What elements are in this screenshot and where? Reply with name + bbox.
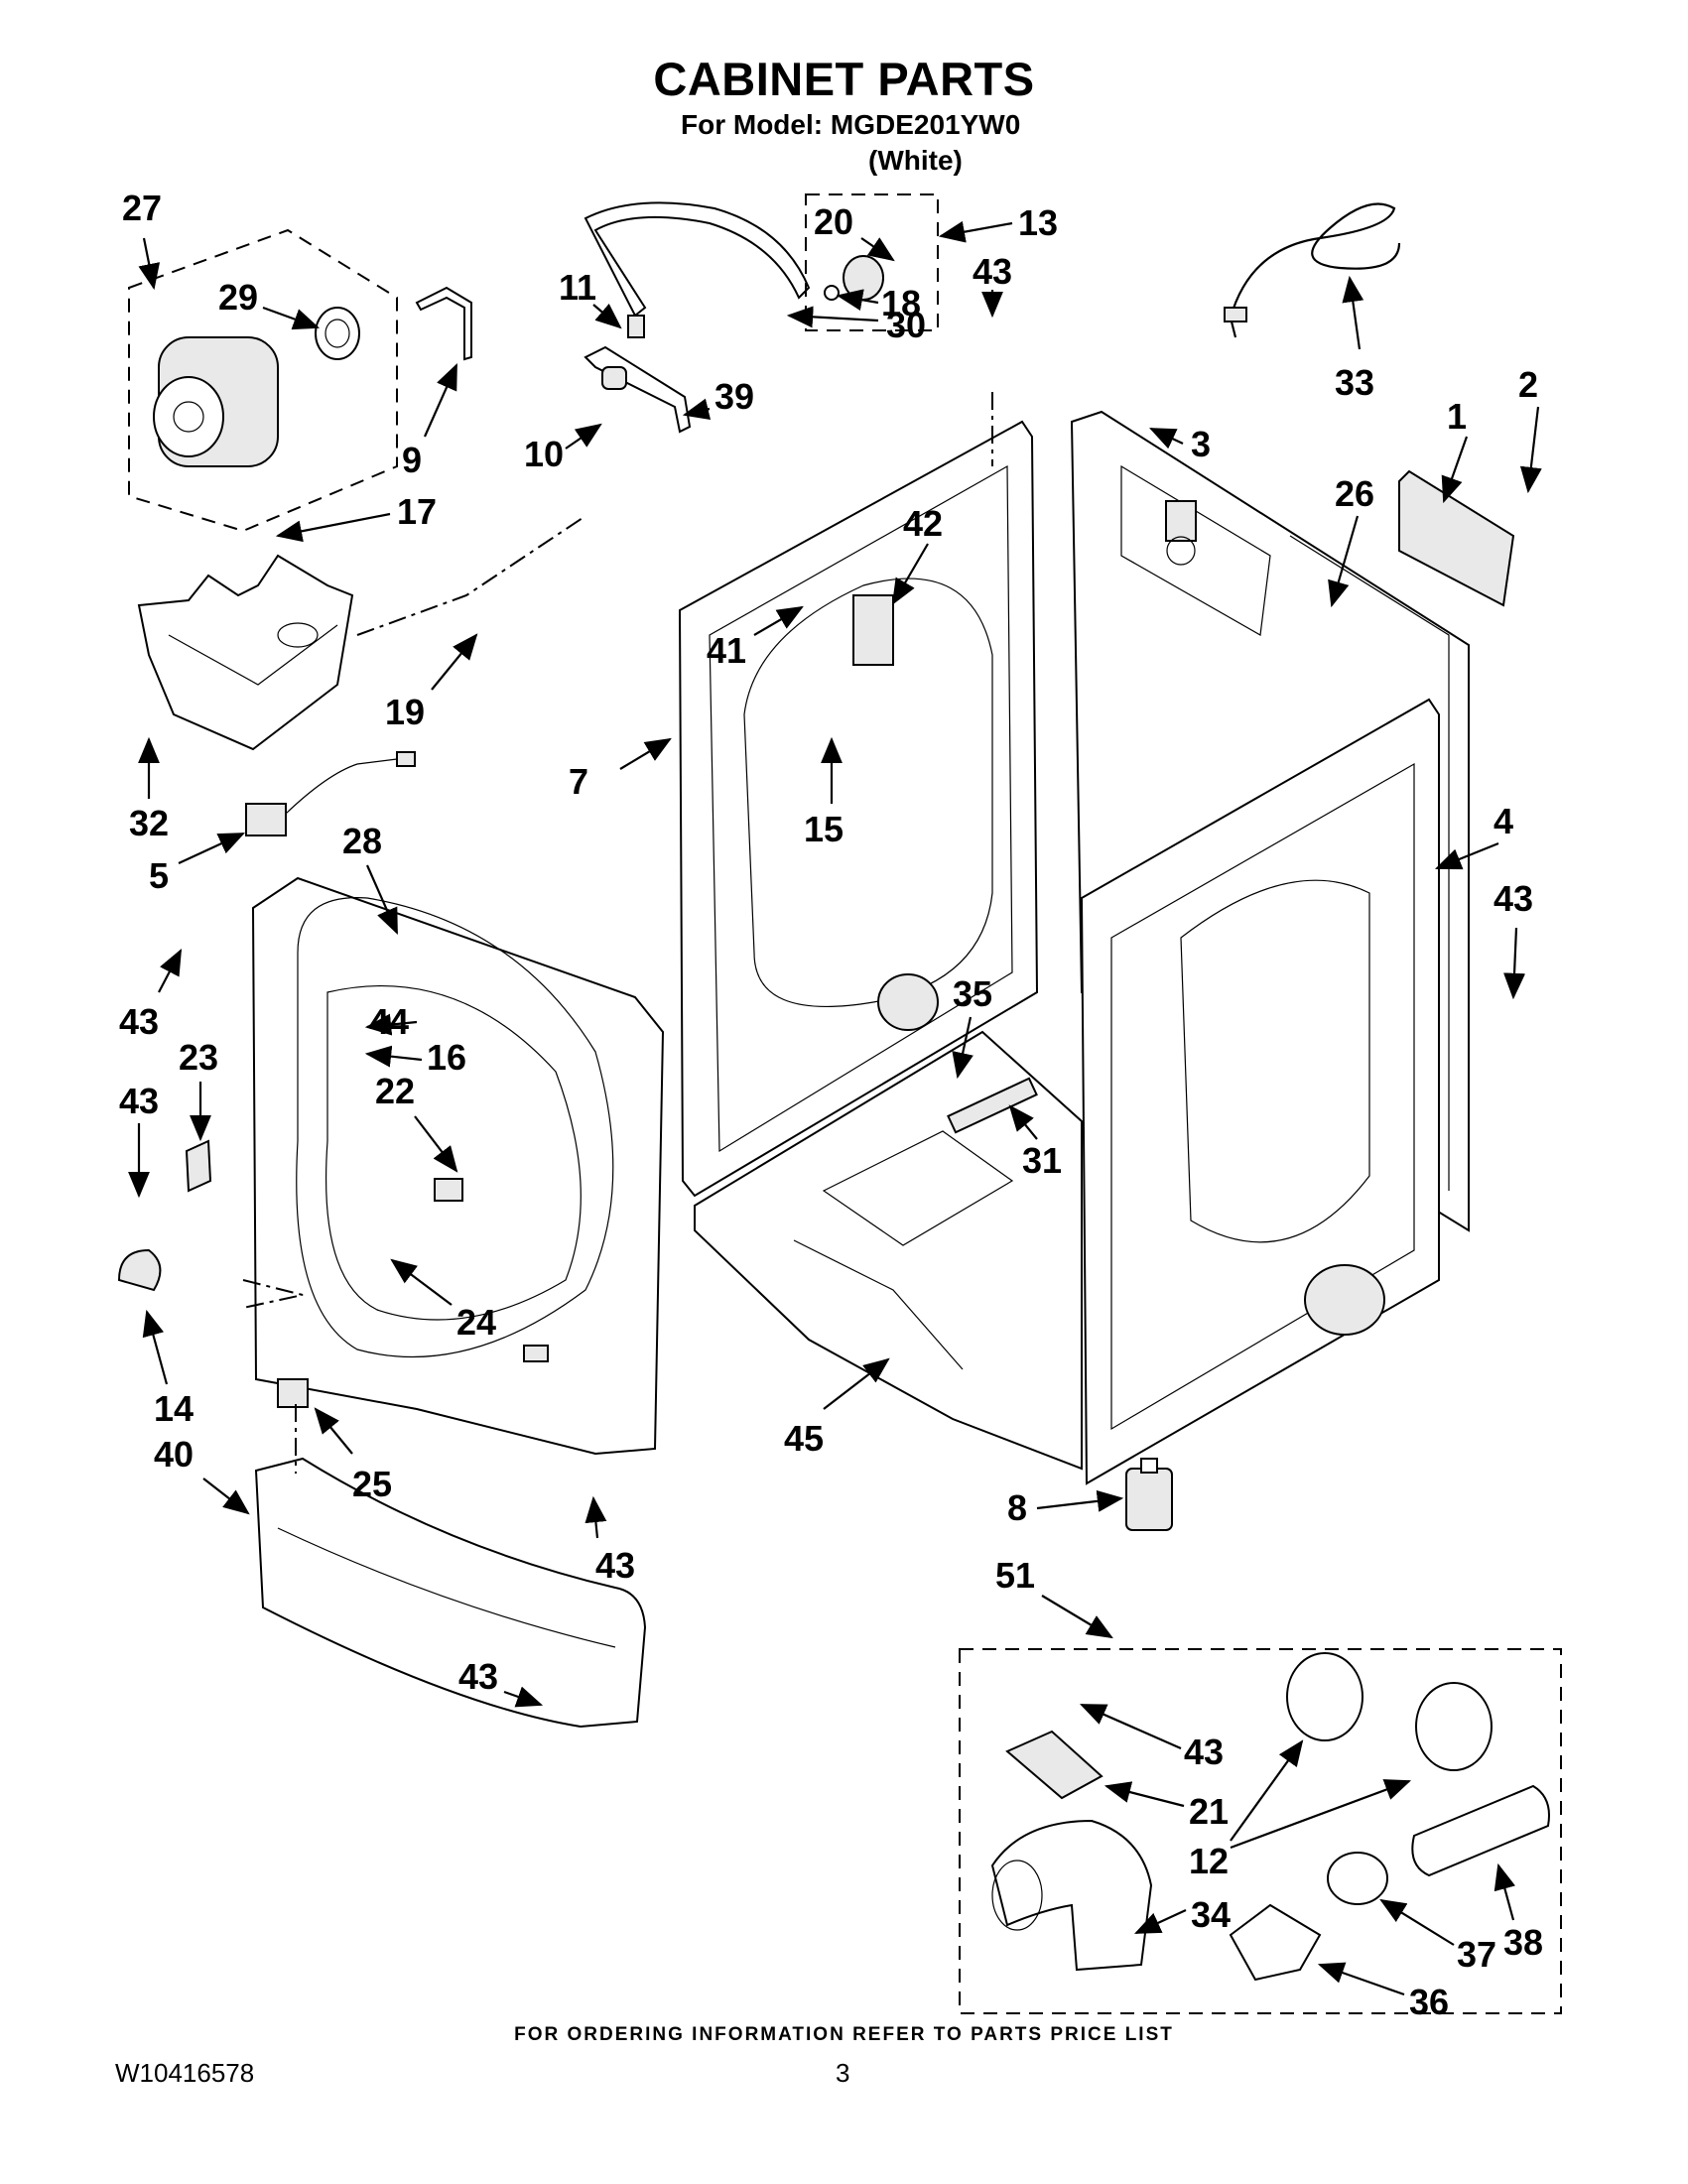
idler-bracket: [584, 345, 692, 434]
callout-label: 4: [1493, 801, 1513, 841]
motor-clip: [415, 286, 472, 361]
callout-label: 12: [1189, 1841, 1229, 1881]
callout-label: 32: [129, 803, 169, 843]
callout-label: 36: [1409, 1982, 1449, 2022]
callout-label: 7: [569, 761, 588, 802]
callout-label: 25: [352, 1464, 392, 1504]
page-title: CABINET PARTS: [653, 53, 1035, 105]
callout-label: 27: [122, 188, 162, 228]
callout-label: 28: [342, 821, 382, 861]
idler-screw: [627, 315, 645, 338]
callout-label: 38: [1503, 1922, 1543, 1963]
callout-label: 40: [154, 1434, 194, 1475]
wire-harness: [245, 751, 416, 836]
idler-pulley: [843, 255, 884, 301]
callout-label: 19: [385, 692, 425, 732]
exhaust-hood-2: [1415, 1682, 1493, 1771]
callout-label: 45: [784, 1418, 824, 1459]
cabinet-side-panel-right: [1080, 698, 1440, 1485]
callout-label: 30: [886, 305, 926, 345]
leveling-leg: [1125, 1458, 1173, 1531]
callout-label: 23: [179, 1037, 218, 1078]
exhaust-elbow: [990, 1819, 1153, 1972]
door-strike: [434, 1178, 463, 1202]
callout-label: 13: [1018, 202, 1058, 243]
callout-label: 3: [1191, 424, 1211, 464]
callout-label: 20: [814, 201, 853, 242]
callout-label: 43: [973, 251, 1012, 292]
exhaust-clamp: [1229, 1903, 1322, 1982]
motor-mount: [137, 554, 354, 751]
callout-label: 21: [1189, 1791, 1229, 1832]
callout-label: 44: [369, 1001, 409, 1042]
idler-spring: [601, 366, 627, 390]
callout-label: 11: [559, 267, 596, 308]
callout-label: 9: [402, 440, 422, 480]
control-board: [1398, 469, 1515, 607]
power-cord: [1224, 202, 1401, 338]
callouts: 27 29 9 17 32 5 11 10 39 19 20 13 18 30 …: [119, 188, 1543, 2022]
callout-label: 43: [119, 1001, 159, 1042]
callout-label: 10: [524, 434, 564, 474]
color-variant: (White): [868, 145, 963, 176]
kickplate-clip: [277, 1378, 309, 1408]
callout-label: 51: [995, 1555, 1035, 1596]
callout-label: 1: [1447, 396, 1467, 437]
exhaust-pipe: [1411, 1784, 1550, 1877]
callout-label: 17: [397, 491, 437, 532]
callout-label: 16: [427, 1037, 466, 1078]
kickplate: [254, 1457, 647, 1729]
callout-label: 26: [1335, 473, 1374, 514]
page-number: 3: [836, 2058, 850, 2088]
callout-label: 42: [903, 503, 943, 544]
document-number: W10416578: [115, 2058, 255, 2088]
drive-belt: [584, 201, 811, 318]
cabinet-side-panel-left: [678, 420, 1039, 1198]
model-subtitle: For Model: MGDE201YW0: [681, 109, 1021, 140]
callout-label: 39: [714, 376, 754, 417]
callout-label: 43: [1493, 878, 1533, 919]
callout-label: 5: [149, 855, 169, 896]
cabinet-bracket: [852, 594, 894, 666]
exhaust-kit: [959, 1648, 1562, 2014]
callout-label: 41: [707, 630, 746, 671]
ordering-note: FOR ORDERING INFORMATION REFER TO PARTS …: [514, 2024, 1174, 2045]
callout-label: 2: [1518, 364, 1538, 405]
base-bracket: [947, 1077, 1038, 1134]
idler-pulley-group: [805, 193, 939, 331]
callout-label: 18: [881, 283, 921, 323]
front-panel: [251, 876, 665, 1456]
exhaust-hood: [1286, 1652, 1363, 1741]
callout-label: 15: [804, 809, 844, 849]
callout-label: 24: [456, 1302, 496, 1343]
motor-assembly: [128, 228, 398, 533]
callout-label: 33: [1335, 362, 1374, 403]
callout-label: 22: [375, 1071, 415, 1111]
cabinet-base: [694, 1030, 1083, 1471]
clip: [117, 1248, 162, 1292]
exhaust-coupling: [1327, 1852, 1388, 1905]
callout-label: 43: [1184, 1732, 1224, 1772]
callout-label: 8: [1007, 1487, 1027, 1528]
callout-label: 35: [953, 973, 992, 1014]
callout-label: 29: [218, 277, 258, 318]
callout-label: 34: [1191, 1894, 1231, 1935]
callout-label: 43: [595, 1545, 635, 1586]
motor-pulley: [315, 307, 360, 360]
callout-label: 31: [1022, 1140, 1062, 1181]
callout-label: 14: [154, 1388, 194, 1429]
clip-bracket: [185, 1139, 212, 1193]
cover-plate: [1005, 1730, 1104, 1800]
callout-label: 43: [458, 1656, 498, 1697]
callout-label: 43: [119, 1081, 159, 1121]
callout-label: 37: [1457, 1934, 1496, 1975]
